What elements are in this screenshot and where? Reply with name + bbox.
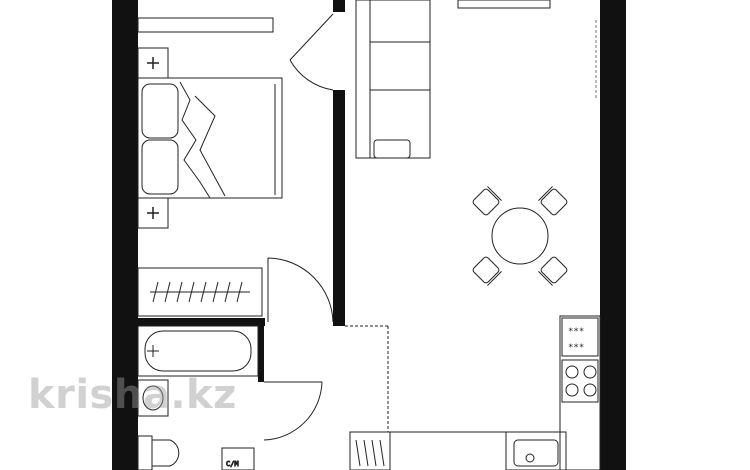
dining-table	[491, 207, 549, 265]
bedroom-door-swing	[289, 13, 334, 91]
fridge-marks-2: ***	[568, 343, 584, 353]
bathtub-inner	[144, 330, 252, 372]
doors	[263, 13, 389, 441]
kitchen-sink-drain	[525, 453, 535, 463]
bathtub	[137, 325, 259, 377]
sofa-armrest	[355, 0, 371, 159]
sofa-end-cushion	[373, 139, 411, 159]
wardrobe-hangers	[152, 281, 243, 303]
blanket-fold	[179, 81, 226, 199]
kitchen-counter	[559, 315, 601, 470]
kitchen-sink-counter	[505, 431, 567, 470]
bedroom-furniture	[137, 17, 283, 317]
washing-machine	[221, 447, 255, 470]
nightstand-top-icon	[147, 57, 159, 69]
bedroom-window	[137, 17, 274, 33]
toilet-tank	[137, 435, 153, 470]
watermark: krisha.kz	[28, 372, 237, 418]
pillow-top	[141, 83, 179, 139]
right-outer-wall	[600, 0, 626, 470]
bedroom-wardrobe	[137, 267, 263, 317]
sink-bowl	[142, 385, 164, 411]
bathroom-wall	[258, 326, 264, 382]
partition-wall-top	[333, 0, 345, 12]
dining-chair-top-right	[538, 186, 568, 216]
burner-4	[583, 383, 597, 397]
fridge-marks: ***	[568, 327, 584, 337]
left-outer-wall	[112, 0, 138, 470]
bedroom-bottom-wall	[138, 318, 265, 326]
stove	[561, 359, 599, 403]
living-furniture: *** ***	[349, 0, 601, 470]
hall-wardrobe	[349, 431, 391, 470]
sink	[137, 379, 169, 417]
bathtub-drain-icon	[147, 345, 159, 357]
sofa	[355, 0, 431, 159]
hall-wardrobe-hangers	[355, 439, 385, 467]
bathroom-door-swing	[267, 257, 334, 323]
kitchen-sink-bowl	[513, 439, 559, 467]
walls	[112, 0, 626, 470]
washer-label: С/М	[226, 460, 239, 468]
bathroom-fixtures: С/М	[137, 325, 259, 470]
hall-door-swing	[263, 381, 323, 441]
burner-3	[565, 383, 579, 397]
dining-chair-bottom-left	[472, 256, 502, 286]
dining-chair-top-left	[472, 186, 502, 216]
fridge	[561, 317, 599, 357]
toilet-bowl	[152, 439, 180, 467]
partition-wall-middle	[333, 90, 345, 322]
pillow-bottom	[141, 139, 179, 195]
nightstand-bottom-icon	[147, 207, 159, 219]
dining-chair-bottom-right	[538, 256, 568, 286]
partition-wall-end	[333, 316, 345, 326]
tv-unit	[457, 0, 551, 9]
burner-1	[565, 365, 579, 379]
burner-2	[583, 365, 597, 379]
